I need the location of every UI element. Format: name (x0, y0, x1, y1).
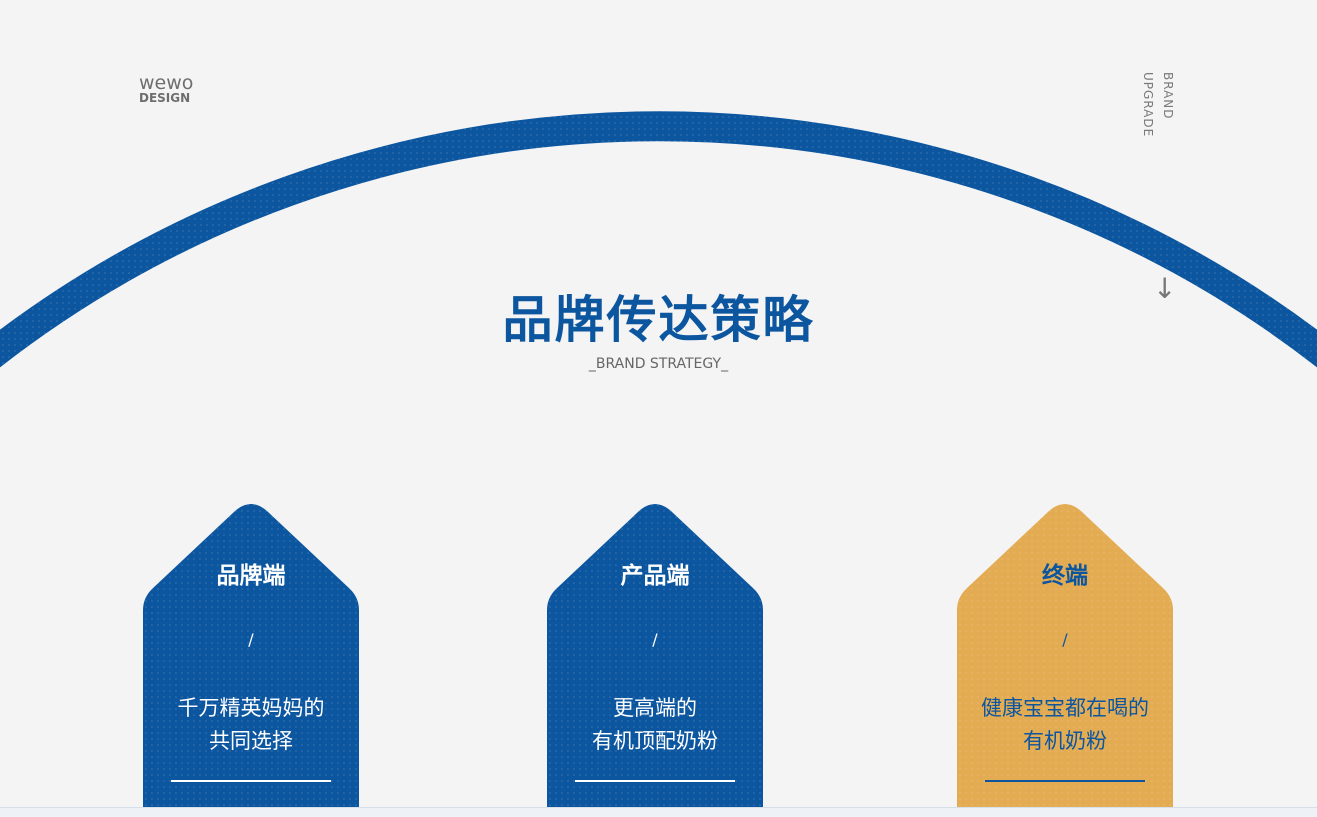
card-heading: 产品端 (620, 563, 690, 589)
card-shape (143, 504, 359, 807)
logo-line2: DESIGN (139, 91, 191, 105)
page-subtitle: _BRAND STRATEGY_ (588, 356, 729, 372)
strategy-card: 产品端 / 更高端的 有机顶配奶粉 (547, 502, 763, 807)
page-title: 品牌传达策略 (502, 291, 815, 349)
side-label-upgrade: UPGRADE (1141, 72, 1155, 138)
side-label-brand: BRAND (1161, 72, 1175, 120)
card-heading: 品牌端 (216, 563, 286, 589)
card-divider (985, 780, 1145, 782)
wewo-design-logo: wewo DESIGN (139, 72, 194, 105)
card-heading: 终端 (1042, 563, 1088, 589)
card-body-line1: 更高端的 (613, 696, 697, 720)
card-body-line2: 有机奶粉 (1023, 729, 1107, 753)
strategy-card: 终端 / 健康宝宝都在喝的 有机奶粉 (957, 502, 1173, 807)
arrow-down-icon: ↓ (1153, 272, 1177, 305)
card-body-line2: 共同选择 (209, 729, 293, 753)
card-body: 更高端的 有机顶配奶粉 (547, 692, 763, 758)
card-slash: / (652, 630, 658, 649)
logo-line1: wewo (139, 72, 194, 94)
card-body-line1: 千万精英妈妈的 (177, 696, 325, 720)
decorative-arc (0, 111, 1317, 368)
side-label: BRAND UPGRADE (1138, 72, 1178, 137)
card-body: 健康宝宝都在喝的 有机奶粉 (957, 692, 1173, 758)
card-divider (171, 780, 331, 782)
card-body-line2: 有机顶配奶粉 (592, 729, 718, 753)
card-slash: / (1062, 630, 1068, 649)
card-body-line1: 健康宝宝都在喝的 (981, 696, 1149, 720)
card-body: 千万精英妈妈的 共同选择 (143, 692, 359, 758)
card-divider (575, 780, 735, 782)
card-shape (547, 504, 763, 807)
strategy-card: 品牌端 / 千万精英妈妈的 共同选择 (143, 502, 359, 807)
card-slash: / (248, 630, 254, 649)
card-shape (957, 504, 1173, 807)
bottom-strip (0, 807, 1317, 817)
